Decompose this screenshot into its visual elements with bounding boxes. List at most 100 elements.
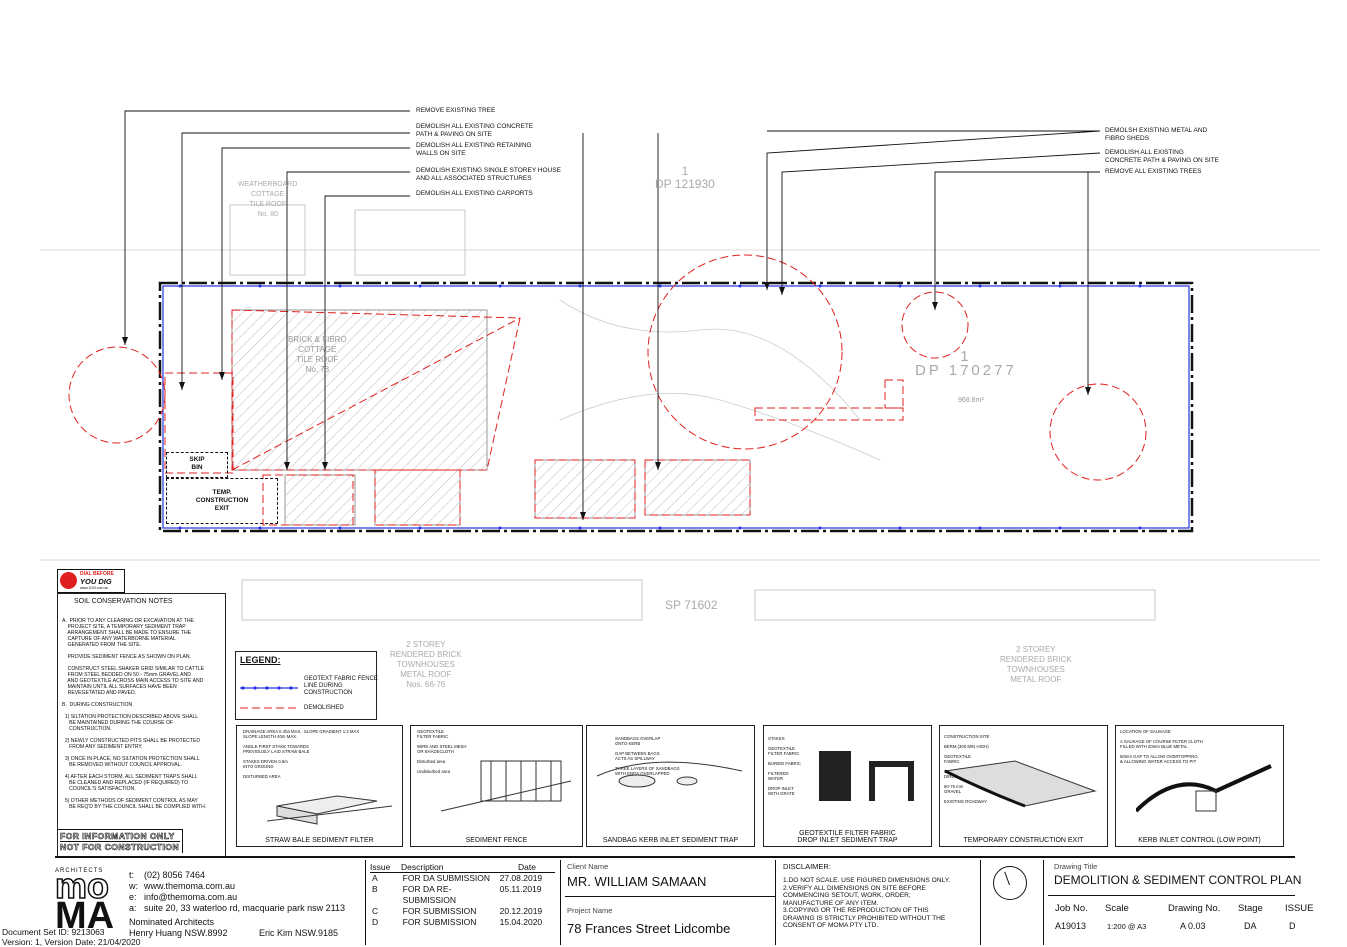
- addr-value: suite 20, 33 waterloo rd, macquarie park…: [144, 903, 345, 913]
- date-header: Date: [518, 862, 536, 872]
- detail-title: GEOTEXTILE FILTER FABRIC DROP INLET SEDI…: [797, 830, 898, 844]
- detail-kerb-inlet: LOCATION OF SAUSAGE A SAUSAGE OF COURSE …: [1115, 725, 1284, 847]
- callout-demolish-concrete: DEMOLISH ALL EXISTING CONCRETE PATH & PA…: [1105, 149, 1220, 164]
- no-dig-icon: [60, 572, 77, 589]
- stage-value: DA: [1244, 921, 1257, 931]
- tel-value: (02) 8056 7464: [144, 870, 206, 880]
- detail-notes: GEOTEXTILE FILTER FABRIC WIRE AND STEEL …: [417, 729, 467, 774]
- detail-notes: SANDBAGS OVERLAP ONTO KERB GAP BETWEEN B…: [615, 736, 680, 776]
- dp-top-label: 1 DP 121930: [655, 164, 715, 191]
- soil-notes-body: A. PRIOR TO ANY CLEARING OR EXCAVATION A…: [62, 618, 207, 810]
- callout-demolish-path: DEMOLISH ALL EXISTING CONCRETE PATH & PA…: [416, 123, 534, 138]
- detail-title: SANDBAG KERB INLET SEDIMENT TRAP: [602, 837, 739, 844]
- legend-swatches: [240, 686, 298, 709]
- description-header: Description: [401, 862, 444, 872]
- soil-notes-title: SOIL CONSERVATION NOTES: [74, 598, 173, 605]
- project-label: Project Name: [567, 906, 613, 915]
- drawing-title: DEMOLITION & SEDIMENT CONTROL PLAN: [1054, 873, 1302, 887]
- divider: [1043, 860, 1044, 945]
- callout-demolish-sheds: DEMOLSH EXISTING METAL AND FIBRO SHEDS: [1105, 127, 1208, 142]
- project-name: 78 Frances Street Lidcombe: [567, 921, 731, 936]
- legend-fence: GEOTEXT FABRIC FENCE LINE DURING CONSTRU…: [304, 676, 378, 696]
- detail-sediment-fence: GEOTEXTILE FILTER FABRIC WIRE AND STEEL …: [410, 725, 583, 847]
- issue-label: ISSUE: [1285, 903, 1314, 914]
- detail-sandbag-kerb: SANDBAGS OVERLAP ONTO KERB GAP BETWEEN B…: [586, 725, 755, 847]
- drawing-no-label: Drawing No.: [1168, 903, 1221, 914]
- straw-bale-sketch: [267, 795, 393, 825]
- dial-line2: YOU DIG: [80, 577, 112, 586]
- callout-demolish-walls: DEMOLISH ALL EXISTING RETAINING WALLS ON…: [416, 142, 532, 157]
- detail-title: STRAW BALE SEDIMENT FILTER: [265, 837, 374, 844]
- sp-label: SP 71602: [665, 598, 718, 612]
- job-no: A19013: [1055, 921, 1087, 931]
- doc-set-id: Document Set ID: 9213063: [2, 927, 105, 937]
- issues-header: Issue Description Date: [370, 862, 555, 873]
- title-block-rule: [55, 856, 1295, 858]
- detail-notes: LOCATION OF SAUSAGE A SAUSAGE OF COURSE …: [1120, 729, 1203, 764]
- firm-architects: ARCHITECTS: [55, 868, 104, 874]
- divider: [980, 860, 981, 945]
- dial-before-you-dig: DIAL BEFORE YOU DIG www.1100.com.au: [57, 569, 125, 593]
- doc-version: Version: 1, Version Date: 21/04/2020: [2, 937, 141, 947]
- divider: [365, 860, 366, 945]
- cottage-top-label: WEATHERBOARD COTTAGE TILE ROOF No. 80: [238, 181, 298, 218]
- townhouses-right-label: 2 STOREY RENDERED BRICK TOWNHOUSES METAL…: [1000, 645, 1072, 684]
- scale-label: Scale: [1105, 903, 1129, 914]
- firm-logo-top: mo: [54, 865, 110, 906]
- disclaimer-title: DISCLAIMER:: [783, 862, 831, 871]
- callout-remove-tree: REMOVE EXISTING TREE: [416, 107, 496, 114]
- firm-block: ARCHITECTS mo MA t: (02) 8056 7464 w: ww…: [54, 860, 360, 945]
- client-label: Client Name: [567, 862, 609, 871]
- stage-label: Stage: [1238, 903, 1263, 914]
- kerb-inlet-sketch: [1136, 764, 1272, 813]
- scale-value: 1:200 @ A3: [1107, 922, 1147, 931]
- townhouses-left-label: 2 STOREY RENDERED BRICK TOWNHOUSES METAL…: [390, 640, 462, 689]
- email-value: info@themoma.com.au: [144, 892, 238, 902]
- dial-line1: DIAL BEFORE: [80, 571, 114, 577]
- divider: [565, 896, 775, 897]
- web-label: w:: [129, 881, 138, 891]
- detail-temp-exit: CONSTRUCTION SITE BERM (300 MIN HIGH) GE…: [939, 725, 1108, 847]
- area-label: 968.8m²: [958, 397, 984, 404]
- architect-1: Henry Huang NSW.8992: [129, 928, 228, 938]
- architect-2: Eric Kim NSW.9185: [259, 928, 339, 938]
- detail-title: TEMPORARY CONSTRUCTION EXIT: [963, 837, 1084, 844]
- legend-title: LEGEND:: [240, 655, 281, 665]
- job-label: Job No.: [1055, 903, 1088, 914]
- temp-construction-exit: TEMP. CONSTRUCTION EXIT: [166, 478, 278, 524]
- tel-label: t:: [129, 870, 135, 880]
- detail-title: SEDIMENT FENCE: [465, 837, 528, 844]
- cottage-main-label: BRICK & FIBRO COTTAGE TILE ROOF No. 78: [288, 335, 347, 374]
- dial-line3: www.1100.com.au: [80, 586, 109, 590]
- temp-exit-sketch: [945, 760, 1097, 808]
- stamp-line1: FOR INFORMATION ONLY: [60, 831, 175, 842]
- callout-demolish-carports: DEMOLISH ALL EXISTING CARPORTS: [416, 190, 533, 197]
- issue-header: Issue: [370, 862, 391, 872]
- web-value: www.themoma.com.au: [144, 881, 236, 891]
- email-label: e:: [129, 892, 137, 902]
- legend-demolished: DEMOLISHED: [304, 705, 344, 711]
- firm-logo-bottom: MA: [55, 895, 115, 937]
- skip-bin: SKIP BIN: [166, 452, 228, 478]
- client-name: MR. WILLIAM SAMAAN: [567, 874, 707, 889]
- drop-inlet-sketch: [819, 751, 914, 801]
- sediment-fence-sketch: [441, 760, 572, 812]
- detail-notes: STAKES GEOTEXTILE FILTER FABRIC BURIED F…: [768, 736, 801, 796]
- detail-notes: DRAINAGE AREA 0.4ha MAX. SLOPE GRADIENT …: [243, 729, 360, 779]
- addr-label: a:: [129, 903, 137, 913]
- issue-value: D: [1289, 921, 1296, 931]
- divider: [560, 860, 561, 945]
- divider: [1048, 895, 1295, 896]
- divider: [775, 860, 776, 945]
- detail-straw-bale: DRAINAGE AREA 0.4ha MAX. SLOPE GRADIENT …: [236, 725, 403, 847]
- detail-title: KERB INLET CONTROL (LOW POINT): [1138, 837, 1261, 844]
- callout-remove-trees: REMOVE ALL EXISTING TREES: [1105, 168, 1202, 175]
- drawing-no: A 0.03: [1180, 921, 1206, 931]
- callout-demolish-house: DEMOLISH EXISTING SINGLE STOREY HOUSE AN…: [416, 167, 561, 182]
- drawing-title-label: Drawing Title: [1054, 862, 1098, 871]
